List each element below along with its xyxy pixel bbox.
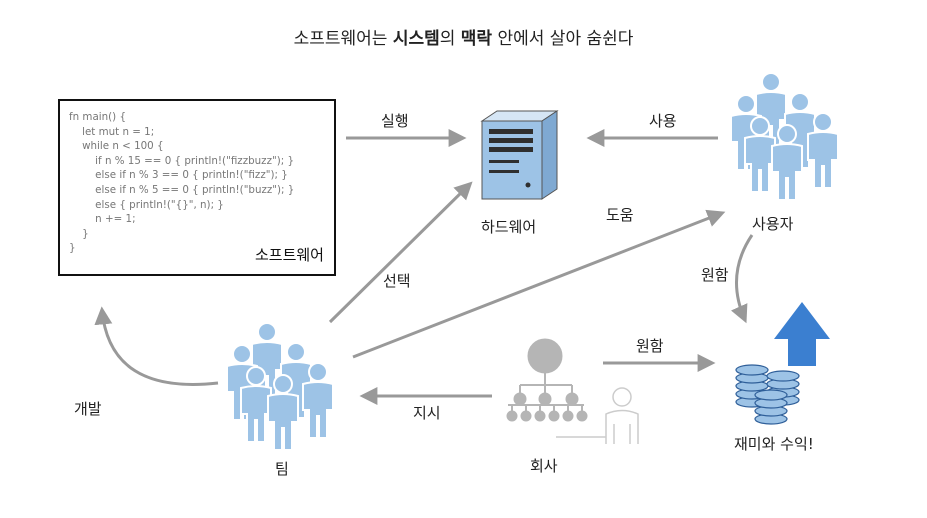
title-text-1: 소프트웨어는 bbox=[293, 29, 393, 49]
profit-label: 재미와 수익! bbox=[734, 435, 814, 453]
org-chart-icon bbox=[506, 338, 588, 422]
code-line: else if n % 3 == 0 { println!("fizz"); } bbox=[95, 169, 288, 182]
edge-label-help: 도움 bbox=[606, 206, 634, 224]
edge-label-use: 사용 bbox=[649, 112, 677, 130]
title-text-3: 안에서 살아 숨쉰다 bbox=[492, 29, 634, 49]
server-icon bbox=[480, 110, 559, 200]
code-line: while n < 100 { bbox=[82, 140, 164, 153]
code-line: else { println!("{}", n); } bbox=[95, 198, 224, 211]
money-stack-icon bbox=[735, 364, 800, 425]
title-bold-context: 맥락 bbox=[460, 29, 493, 49]
edge-label-instruct: 지시 bbox=[413, 404, 441, 422]
diagram-title: 소프트웨어는 시스템의 맥락 안에서 살아 숨쉰다 bbox=[0, 24, 927, 49]
edge-label-select: 선택 bbox=[383, 272, 411, 290]
users-label: 사용자 bbox=[752, 215, 794, 233]
team-label: 팀 bbox=[275, 460, 289, 478]
title-text-2: 의 bbox=[439, 29, 461, 49]
code-line: if n % 15 == 0 { println!("fizzbuzz"); } bbox=[95, 154, 295, 167]
company-label: 회사 bbox=[530, 457, 558, 475]
arrow-want-users bbox=[730, 234, 754, 324]
edge-label-want-company: 원함 bbox=[636, 337, 664, 355]
arrow-help bbox=[352, 209, 726, 359]
up-arrow-icon bbox=[774, 302, 830, 366]
team-group-icon bbox=[226, 322, 334, 451]
code-line: n += 1; bbox=[95, 213, 136, 226]
code-listing: fn main() { let mut n = 1; while n < 100… bbox=[69, 110, 294, 256]
person-outline-icon bbox=[556, 387, 639, 444]
code-line: } bbox=[69, 242, 76, 255]
code-line: } bbox=[82, 227, 89, 240]
code-line: fn main() { bbox=[69, 111, 127, 123]
code-line: let mut n = 1; bbox=[82, 125, 155, 138]
users-group-icon bbox=[730, 72, 839, 201]
edge-label-want-users: 원함 bbox=[701, 266, 729, 284]
software-code-box: fn main() { let mut n = 1; while n < 100… bbox=[58, 99, 336, 276]
arrow-select bbox=[328, 181, 473, 324]
arrow-develop bbox=[94, 306, 219, 386]
title-bold-system: 시스템 bbox=[392, 29, 440, 49]
code-line: else if n % 5 == 0 { println!("buzz"); } bbox=[95, 183, 295, 196]
edge-label-execute: 실행 bbox=[381, 112, 409, 130]
edge-label-develop: 개발 bbox=[74, 400, 102, 418]
software-label: 소프트웨어 bbox=[254, 246, 324, 264]
hardware-label: 하드웨어 bbox=[481, 218, 537, 236]
